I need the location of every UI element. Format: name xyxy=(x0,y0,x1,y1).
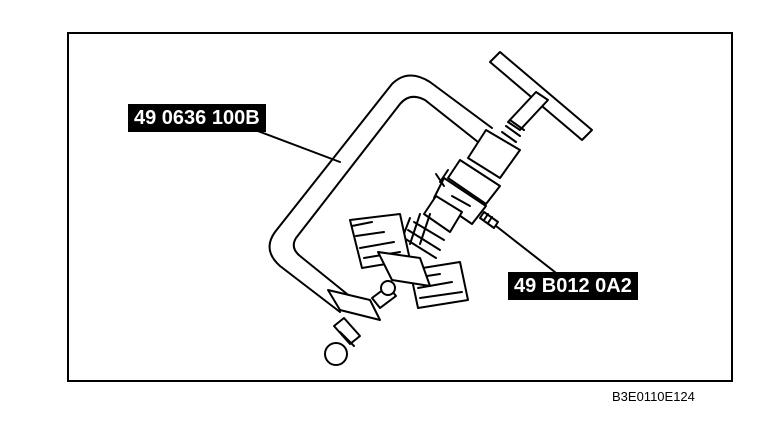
valve-spring xyxy=(399,213,445,259)
callout-tool-49-b012-0a2: 49 B012 0A2 xyxy=(508,272,638,300)
adapter-assembly xyxy=(423,159,501,233)
threaded-shaft xyxy=(501,119,525,143)
lower-knob xyxy=(324,342,348,366)
leader-line-lower xyxy=(495,225,561,277)
upper-block xyxy=(467,129,521,179)
lower-jaw xyxy=(327,280,397,347)
t-handle xyxy=(489,51,593,141)
side-pin xyxy=(479,211,499,229)
c-frame xyxy=(268,74,493,313)
figure-frame xyxy=(67,32,733,382)
callout-tool-49-0636-100b: 49 0636 100B xyxy=(128,104,266,132)
figure-code: B3E0110E124 xyxy=(612,389,695,404)
leader-line-upper xyxy=(249,127,341,163)
cylinder-head-section xyxy=(349,213,469,309)
